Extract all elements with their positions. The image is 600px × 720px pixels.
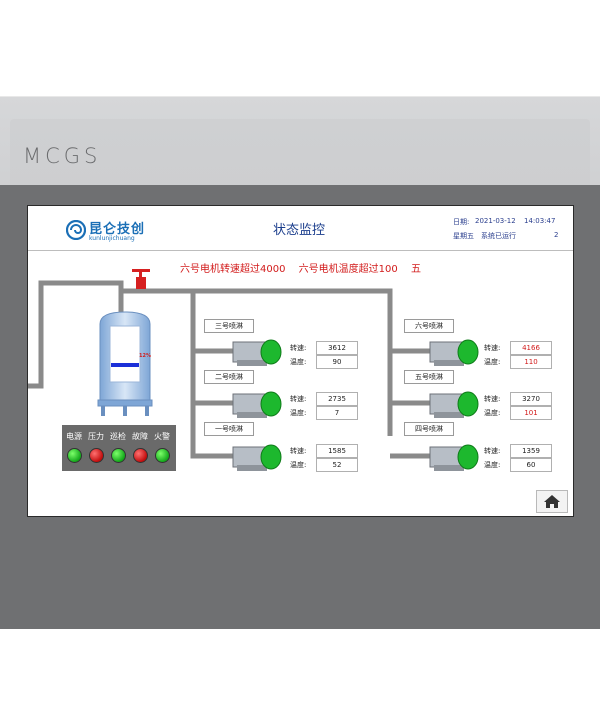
temp-value-3: 90 xyxy=(316,355,358,369)
alarm-message: 六号电机温度超过100 xyxy=(298,264,398,275)
inlet-pipe xyxy=(28,280,124,389)
logo-name: 昆仑技创 xyxy=(89,222,146,237)
status-label-fire: 火警 xyxy=(154,432,170,441)
status-lamp-fire xyxy=(155,448,170,463)
water-tank xyxy=(97,311,153,416)
temp-value-6: 110 xyxy=(510,355,552,369)
speed-label: 转速: xyxy=(484,447,501,455)
weekday: 星期五 xyxy=(453,232,474,240)
temp-label: 温度: xyxy=(290,461,307,469)
sprinkler-label-5[interactable]: 五号喷淋 xyxy=(404,370,454,384)
speed-value-1: 1585 xyxy=(316,444,358,458)
status-lamp-pressure xyxy=(89,448,104,463)
speed-value-6: 4166 xyxy=(510,341,552,355)
run-count: 2 xyxy=(554,231,559,239)
speed-value-2: 2735 xyxy=(316,392,358,406)
speed-label: 转速: xyxy=(484,344,501,352)
tank-level-bar xyxy=(111,363,139,367)
status-label-fault: 故障 xyxy=(132,432,148,441)
time-value: 14:03:47 xyxy=(524,217,556,225)
main-pipe xyxy=(121,288,393,436)
speed-label: 转速: xyxy=(290,344,307,352)
speed-value-3: 3612 xyxy=(316,341,358,355)
speed-label: 转速: xyxy=(290,447,307,455)
system-status: 系统已运行 xyxy=(481,232,516,240)
temp-label: 温度: xyxy=(484,461,501,469)
sprinkler-label-2[interactable]: 二号喷淋 xyxy=(204,370,254,384)
logo-subtitle: kunlunjichuang xyxy=(89,235,135,242)
piping-diagram xyxy=(28,269,479,471)
speed-value-4: 1359 xyxy=(510,444,552,458)
status-lamp-patrol xyxy=(111,448,126,463)
valve-icon xyxy=(132,269,150,289)
temp-label: 温度: xyxy=(484,358,501,366)
motor-icon xyxy=(232,444,282,471)
alarm-message: 五 xyxy=(410,264,421,275)
motor-icon xyxy=(232,339,282,366)
motor-icon xyxy=(429,444,479,471)
speed-label: 转速: xyxy=(290,395,307,403)
status-lamp-fault xyxy=(133,448,148,463)
home-button[interactable] xyxy=(536,490,568,513)
alarm-banner: 六号电机转速超过4000 六号电机温度超过100 五 xyxy=(28,260,573,275)
left-branch-pipe xyxy=(190,291,233,459)
sprinkler-label-4[interactable]: 四号喷淋 xyxy=(404,422,454,436)
status-label-power: 电源 xyxy=(66,432,82,441)
temp-label: 温度: xyxy=(484,409,501,417)
sprinkler-label-1[interactable]: 一号喷淋 xyxy=(204,422,254,436)
tank-level-label: 12% xyxy=(139,353,151,359)
date-label: 日期: xyxy=(453,218,470,226)
temp-label: 温度: xyxy=(290,358,307,366)
sprinkler-label-3[interactable]: 三号喷淋 xyxy=(204,319,254,333)
temp-value-1: 52 xyxy=(316,458,358,472)
temp-value-5: 101 xyxy=(510,406,552,420)
motor-icon xyxy=(429,339,479,366)
temp-label: 温度: xyxy=(290,409,307,417)
speed-label: 转速: xyxy=(484,395,501,403)
status-label-pressure: 压力 xyxy=(88,432,104,441)
speed-value-5: 3270 xyxy=(510,392,552,406)
status-panel: 电源 压力 巡检 故障 火警 xyxy=(62,425,176,471)
hmi-screen: 昆仑技创 kunlunjichuang 状态监控 日期: 2021-03-12 … xyxy=(27,205,574,517)
home-icon xyxy=(544,495,560,508)
status-lamp-power xyxy=(67,448,82,463)
page-title: 状态监控 xyxy=(273,223,326,238)
device-brand: MCGS xyxy=(23,144,102,168)
logo-icon xyxy=(66,220,86,240)
alarm-message: 六号电机转速超过4000 xyxy=(180,264,286,275)
status-label-patrol: 巡检 xyxy=(110,432,126,441)
motor-icon xyxy=(429,391,479,418)
motor-icon xyxy=(232,391,282,418)
header-bar: 昆仑技创 kunlunjichuang 状态监控 日期: 2021-03-12 … xyxy=(28,206,573,251)
sprinkler-label-6[interactable]: 六号喷淋 xyxy=(404,319,454,333)
date-value: 2021-03-12 xyxy=(475,217,516,225)
temp-value-4: 60 xyxy=(510,458,552,472)
temp-value-2: 7 xyxy=(316,406,358,420)
